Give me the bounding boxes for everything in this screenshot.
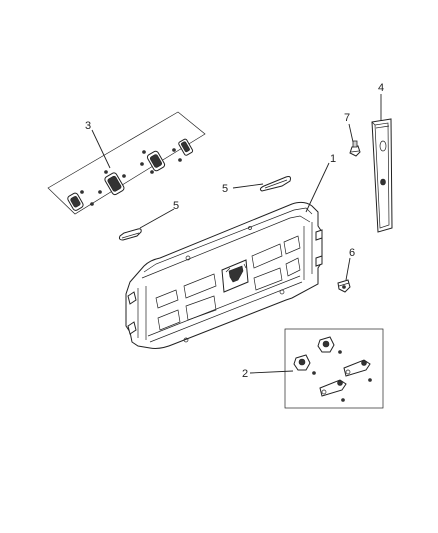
part-5-pad-lower [118, 228, 142, 241]
part-1-tailgate-panel [125, 201, 323, 349]
part-7-clip [349, 140, 361, 157]
part-2-box [284, 328, 384, 409]
callout-6: 6 [349, 247, 355, 259]
callout-7: 7 [344, 112, 350, 124]
leader-lines [91, 94, 382, 374]
part-3-reflector-center-right [146, 150, 166, 172]
callout-3: 3 [85, 120, 91, 132]
part-2-latch-kit [284, 328, 384, 409]
callout-1: 1 [330, 153, 336, 165]
part-4-trim-strip [371, 118, 393, 233]
part-3-reflector-right [178, 138, 194, 156]
callout-4: 4 [378, 82, 384, 94]
ram-badge [221, 259, 249, 293]
part-5-pad-upper [259, 176, 291, 192]
callout-2: 2 [242, 368, 248, 380]
part-3-reflector-center-left [104, 172, 125, 196]
part-3-panel-outline [47, 111, 206, 215]
part-3-reflector-left [67, 192, 84, 211]
part-6-fastener [337, 279, 351, 293]
part-3-panel-group [47, 111, 206, 215]
callout-5-lower: 5 [173, 200, 179, 212]
part-2-latch-c [343, 359, 372, 382]
part-2-latch-a [317, 336, 342, 354]
part-3-screws [80, 148, 182, 206]
part-2-latch-b [293, 354, 316, 375]
part-2-latch-d [319, 379, 347, 402]
callout-5-upper: 5 [222, 183, 228, 195]
callouts: 1 2 3 4 5 5 6 7 [85, 82, 384, 380]
